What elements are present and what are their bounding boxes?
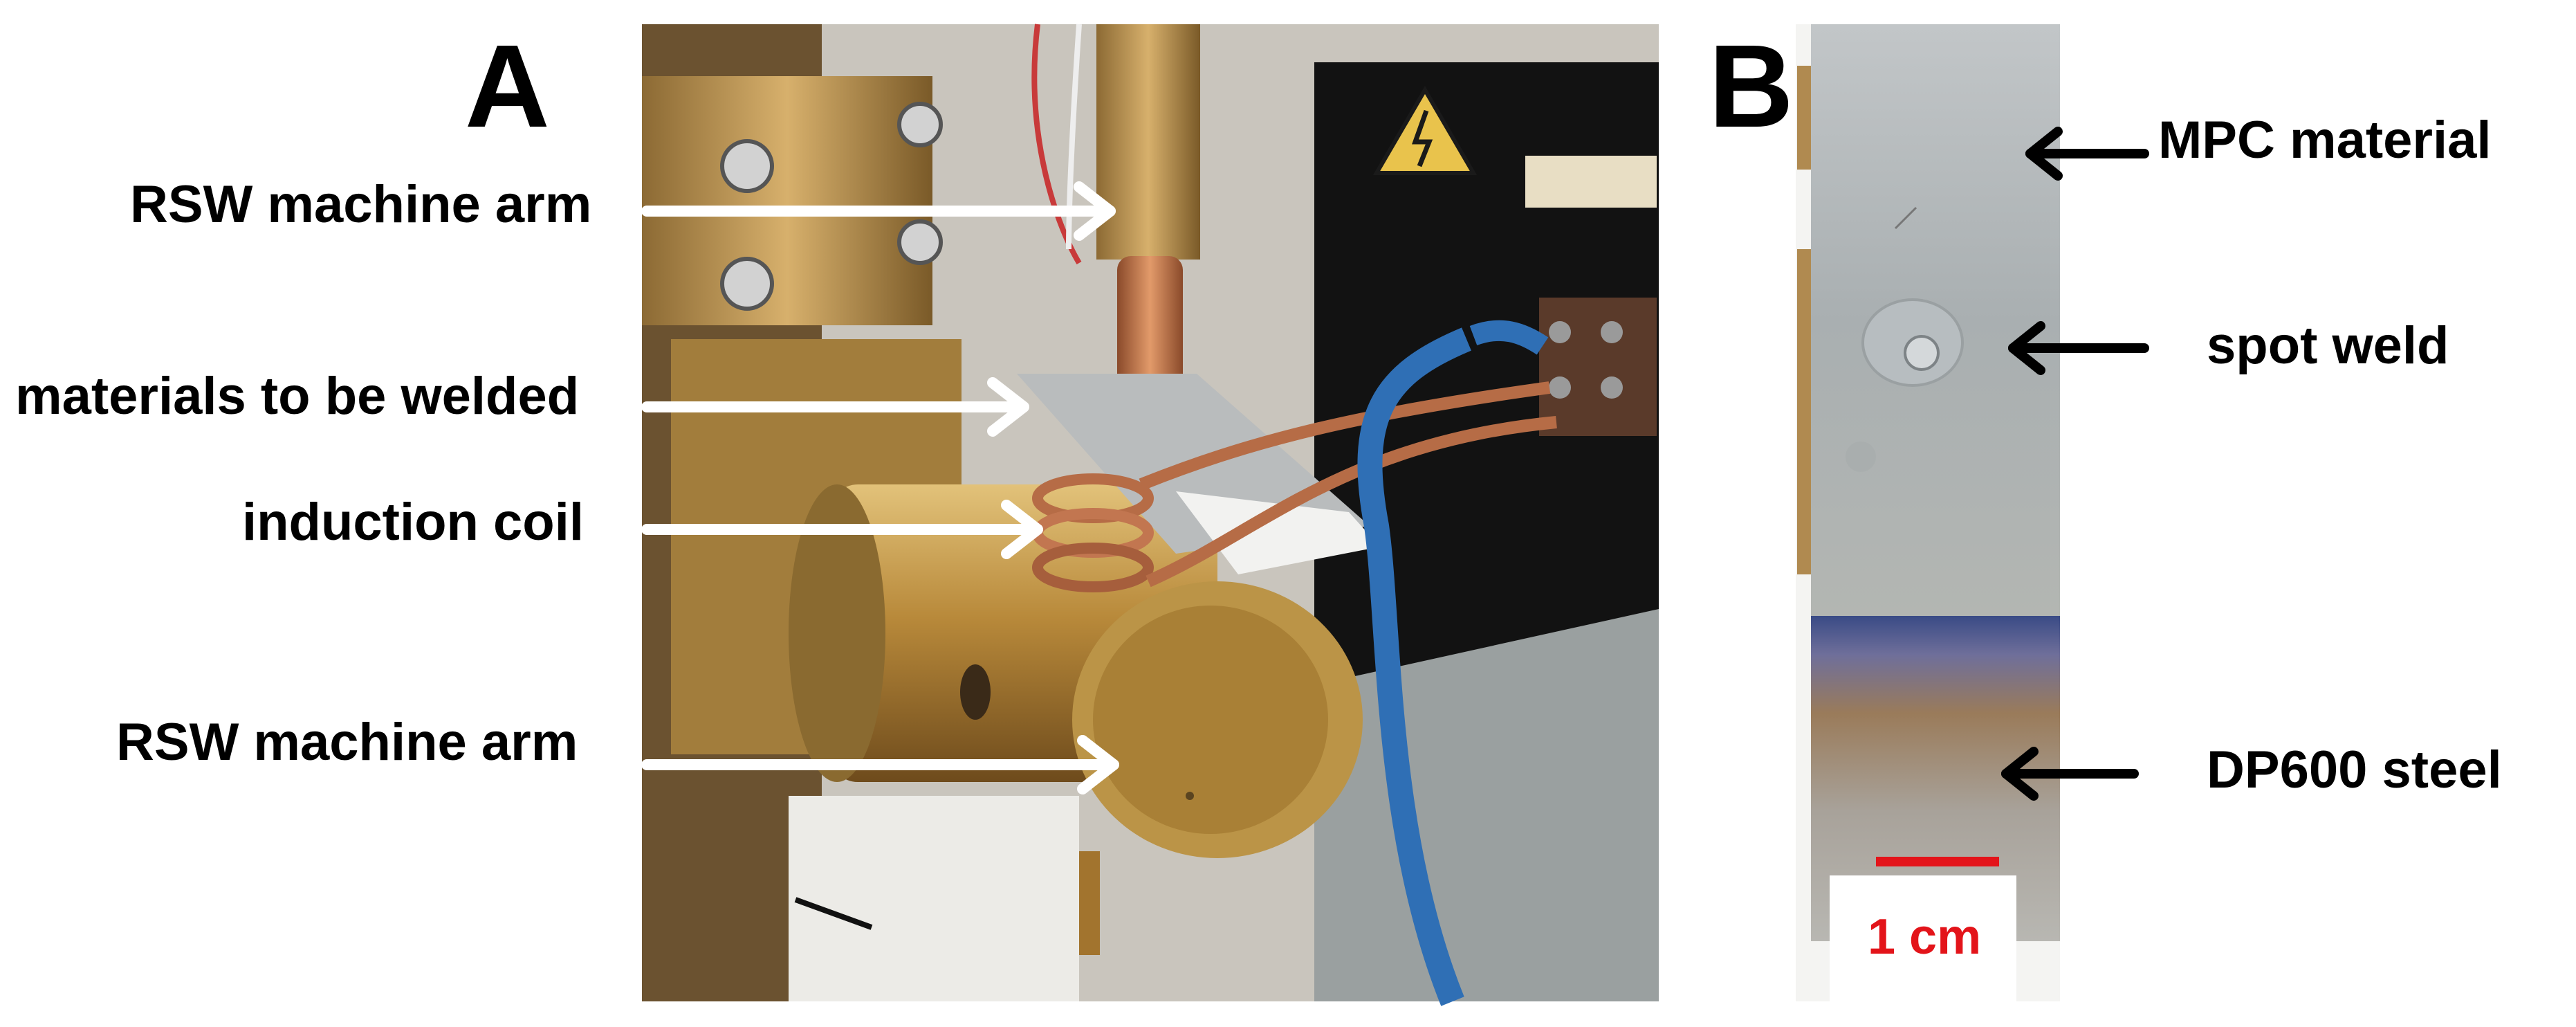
panel-b-arrows bbox=[2001, 127, 2149, 801]
arrow-induction-coil bbox=[641, 500, 1043, 559]
panel-a-photo bbox=[642, 24, 1659, 1006]
label-dp600-steel: DP600 steel bbox=[2207, 740, 2502, 799]
arrow-mpc bbox=[2025, 127, 2149, 181]
arrow-dp600 bbox=[2001, 747, 2139, 801]
label-materials: materials to be welded bbox=[15, 367, 580, 426]
scale-bar-label: 1 cm bbox=[1868, 909, 1982, 965]
panel-a-letter: A bbox=[465, 21, 550, 152]
panel-b-photo bbox=[1796, 24, 2060, 1001]
panel-b-letter: B bbox=[1709, 21, 1794, 152]
label-mpc-material: MPC material bbox=[2158, 111, 2492, 170]
arrow-materials bbox=[641, 377, 1029, 437]
arrow-spot-weld bbox=[2008, 321, 2149, 375]
panel-a-arrows bbox=[641, 181, 1119, 794]
label-rsw-arm-lower: RSW machine arm bbox=[116, 713, 578, 772]
label-spot-weld: spot weld bbox=[2207, 316, 2449, 375]
scale-bar bbox=[1876, 857, 1999, 866]
arrow-upper-arm bbox=[641, 181, 1116, 241]
label-induction-coil: induction coil bbox=[242, 493, 584, 552]
label-rsw-arm-upper: RSW machine arm bbox=[130, 175, 592, 234]
arrow-lower-arm bbox=[641, 735, 1119, 794]
